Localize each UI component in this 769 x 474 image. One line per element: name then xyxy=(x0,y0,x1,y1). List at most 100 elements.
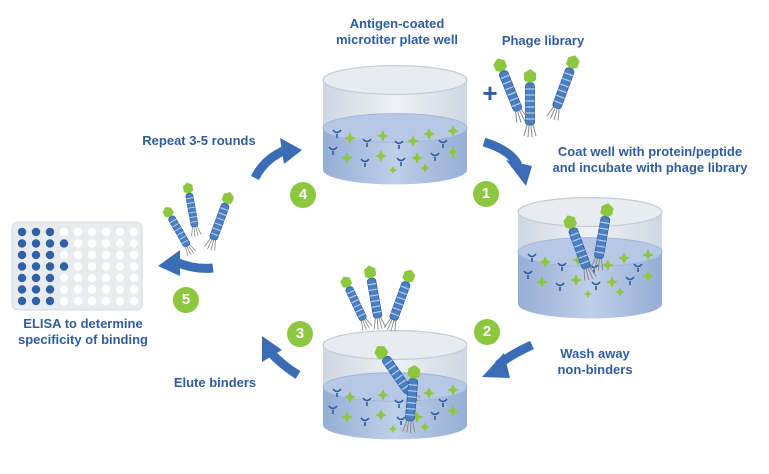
elisa-well-dot xyxy=(101,285,111,294)
coat-well-label: Coat well with protein/peptide and incub… xyxy=(538,144,762,176)
elisa-well-dot xyxy=(101,227,111,237)
elisa-well-dot xyxy=(17,285,27,294)
phage-icon xyxy=(383,267,418,333)
elisa-well-dot xyxy=(17,273,27,283)
elisa-well-dot xyxy=(129,250,139,260)
elisa-well-dot xyxy=(115,227,125,237)
elisa-well-dot xyxy=(129,296,139,306)
elisa-well-dot xyxy=(129,262,139,271)
elisa-well-dot xyxy=(73,273,83,283)
elisa-well-dot xyxy=(115,296,125,306)
phage-icon xyxy=(362,263,387,331)
step-4-badge: 4 xyxy=(290,182,316,208)
elisa-well-dot xyxy=(31,296,41,306)
elisa-well-dot xyxy=(129,285,139,294)
elisa-well-dot xyxy=(45,250,55,260)
elisa-well-dot xyxy=(59,273,69,283)
elisa-well-dot xyxy=(87,296,97,306)
elisa-well-dot xyxy=(101,262,111,271)
elisa-well-dot xyxy=(101,250,111,260)
wash-away-label-line1: Wash away xyxy=(560,346,630,361)
microtiter-well-icon xyxy=(517,197,663,319)
elisa-well-dot xyxy=(59,227,69,237)
elisa-well-dot xyxy=(59,250,69,260)
curved-arrow-icon xyxy=(262,336,301,379)
elisa-well-dot xyxy=(87,239,97,248)
elisa-well-dot xyxy=(31,227,41,237)
curved-arrow-icon xyxy=(250,138,302,181)
elisa-well-dot xyxy=(45,296,55,306)
antigen-well-label-line1: Antigen-coated xyxy=(349,16,445,31)
elisa-well-dot xyxy=(87,262,97,271)
elisa-well-dot xyxy=(45,262,55,271)
elisa-well-dot xyxy=(73,296,83,306)
elisa-well-dot xyxy=(129,239,139,248)
coat-well-label-line1: Coat well with protein/peptide xyxy=(557,144,743,159)
elisa-well-dot xyxy=(45,239,55,248)
elisa-well-dot xyxy=(59,239,69,248)
elisa-well-dot xyxy=(59,285,69,294)
elisa-label-line1: ELISA to determine xyxy=(23,316,143,331)
elisa-well-dot xyxy=(87,285,97,294)
elisa-label-line2: specificity of binding xyxy=(17,332,148,347)
microtiter-well-icon xyxy=(322,330,468,440)
elute-binders-label: Elute binders xyxy=(173,375,257,390)
step-2-badge: 2 xyxy=(474,319,500,345)
elisa-well-dot xyxy=(101,273,111,283)
microtiter-well-icon xyxy=(322,64,468,185)
elisa-well-dot xyxy=(129,227,139,237)
elisa-well-dot xyxy=(17,296,27,306)
elisa-well-dot xyxy=(101,296,111,306)
elisa-well-dot xyxy=(59,296,69,306)
curved-arrow-icon xyxy=(482,137,532,186)
elisa-well-dot xyxy=(73,262,83,271)
elisa-well-dot xyxy=(17,239,27,248)
elisa-well-dot xyxy=(115,273,125,283)
elisa-well-dot xyxy=(87,273,97,283)
elisa-well-dot xyxy=(115,285,125,294)
elisa-well-dot xyxy=(73,227,83,237)
wash-away-label-line2: non-binders xyxy=(557,362,633,377)
coat-well-label-line2: and incubate with phage library xyxy=(552,160,748,175)
elisa-well-dot xyxy=(115,239,125,248)
elisa-well-dot xyxy=(31,262,41,271)
elisa-well-dot xyxy=(101,239,111,248)
phage-library-label: Phage library xyxy=(501,33,585,48)
elisa-well-dot xyxy=(17,250,27,260)
plus-sign: + xyxy=(482,78,498,108)
phage-icon xyxy=(523,68,537,138)
elisa-well-dot xyxy=(45,273,55,283)
phage-icon xyxy=(181,181,202,238)
elisa-label: ELISA to determine specificity of bindin… xyxy=(8,316,158,348)
elisa-well-dot xyxy=(87,227,97,237)
elisa-well-dot xyxy=(31,285,41,294)
elisa-well-dot xyxy=(115,250,125,260)
elisa-well-dot xyxy=(73,250,83,260)
elisa-well-dot xyxy=(31,239,41,248)
elisa-well-dot xyxy=(45,285,55,294)
elisa-well-dot xyxy=(59,262,69,271)
elisa-well-dot xyxy=(87,250,97,260)
curved-arrow-icon xyxy=(158,250,214,276)
elisa-well-dot xyxy=(73,285,83,294)
elisa-well-dot xyxy=(45,227,55,237)
elisa-well-dot xyxy=(129,273,139,283)
step-3-badge: 3 xyxy=(287,321,313,347)
elisa-well-dot xyxy=(31,273,41,283)
elisa-well-dot xyxy=(17,262,27,271)
antigen-well-label: Antigen-coated microtiter plate well xyxy=(322,16,472,48)
repeat-rounds-label: Repeat 3-5 rounds xyxy=(142,133,256,148)
phage-icon xyxy=(203,189,236,252)
elisa-well-dot xyxy=(31,250,41,260)
curved-arrow-icon xyxy=(482,340,534,378)
antigen-well-label-line2: microtiter plate well xyxy=(335,32,459,47)
elisa-well-dot xyxy=(115,262,125,271)
elisa-well-dot xyxy=(73,239,83,248)
wash-away-label: Wash away non-binders xyxy=(540,346,650,378)
elisa-plate-icon xyxy=(11,221,143,311)
step-1-badge: 1 xyxy=(473,181,499,207)
step-5-badge: 5 xyxy=(173,287,199,313)
phage-icon xyxy=(545,52,582,122)
